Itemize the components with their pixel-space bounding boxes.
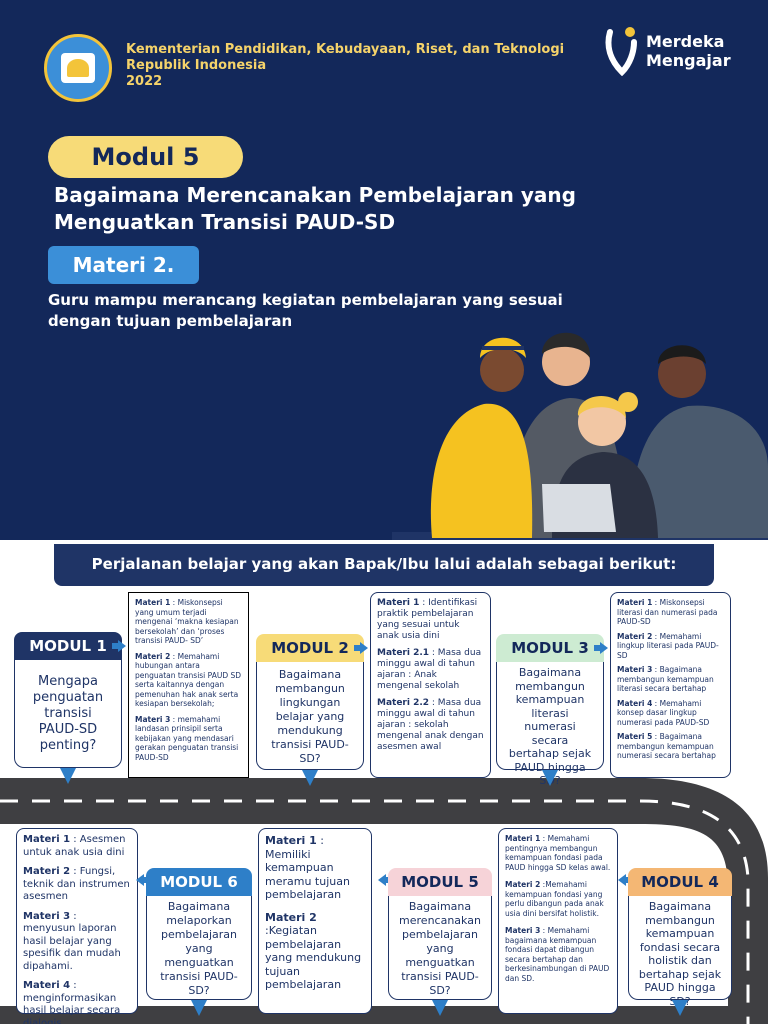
modul-6-materi-3: Materi 3 : menyusun laporan hasil belaja… — [23, 910, 121, 972]
modul-3-materi-3: Materi 3 : Bagaimana membangun kemampuan… — [617, 665, 714, 693]
modul-4-question: Bagaimana membangun kemampuan fondasi se… — [628, 896, 732, 1008]
modul-2-question: Bagaimana membangun lingkungan belajar y… — [256, 662, 364, 770]
modul-3-materi-2: Materi 2 : Memahami lingkup literasi pad… — [617, 631, 719, 660]
modul-6-materi-2: Materi 2 : Fungsi, teknik dan instrumen … — [23, 866, 130, 902]
modul-6-details: Materi 1 : Asesmen untuk anak usia dini … — [16, 828, 138, 1024]
modul-3-materi-4: Materi 4 : Memahami konsep dasar lingkup… — [617, 698, 710, 727]
materi-label: Materi 2. — [48, 246, 199, 284]
modul-1-question: Mengapa penguatan transisi PAUD-SD penti… — [14, 660, 122, 768]
modul-3-materi-5: Materi 5 : Bagaimana membangun kemampuan… — [617, 732, 716, 760]
modul-3-pin-icon — [542, 770, 558, 786]
modul-1-arrow-icon — [112, 640, 126, 652]
modul-1-materi-1: Materi 1 : Miskonsepsi yang umum terjadi… — [135, 598, 239, 645]
modul-2-materi-2-2: Materi 2.2 : Masa dua minggu awal di tah… — [377, 698, 484, 752]
merdeka-mengajar-mark-icon — [605, 27, 637, 76]
modul-2-details: Materi 1 : Identifikasi praktik pembelaj… — [370, 592, 491, 778]
hero-header: Kementerian Pendidikan, Kebudayaan, Rise… — [0, 0, 768, 540]
modul-2-header[interactable]: MODUL 2 — [256, 634, 364, 662]
modul-2-arrow-icon — [354, 642, 368, 654]
modul-3-details: Materi 1 : Miskonsepsi literasi dan nume… — [610, 592, 731, 778]
modul-4-materi-2: Materi 2 :Memahami kemampuan fondasi yan… — [505, 880, 604, 918]
modul-4-materi-1: Materi 1 : Memahami pentingnya membangun… — [505, 834, 611, 872]
ministry-text: Kementerian Pendidikan, Kebudayaan, Rise… — [126, 42, 564, 90]
modul-5-materi-2: Materi 2 :Kegiatan pembelajaran yang men… — [265, 910, 362, 992]
modul-label: Modul 5 — [48, 136, 243, 178]
ministry-line2: Republik Indonesia — [126, 58, 267, 73]
modul-4-pin-icon — [672, 1000, 688, 1016]
ministry-year: 2022 — [126, 74, 163, 89]
modul-5-materi-1: Materi 1 : Memiliki kemampuan meramu tuj… — [265, 834, 350, 901]
merdeka-mengajar-logo: Merdeka Mengajar — [604, 26, 734, 78]
modul-5-pin-icon — [432, 1000, 448, 1016]
kemdikbud-logo-icon — [44, 34, 112, 102]
modul-5-question: Bagaimana merencanakan pembelajaran yang… — [388, 896, 492, 1000]
modul-2-materi-2-1: Materi 2.1 : Masa dua minggu awal di tah… — [377, 648, 482, 691]
ministry-line1: Kementerian Pendidikan, Kebudayaan, Rise… — [126, 42, 565, 57]
modul-3-arrow-icon — [594, 642, 608, 654]
modul-4-header[interactable]: MODUL 4 — [628, 868, 732, 896]
modul-1-materi-2: Materi 2 : Memahami hubungan antara peng… — [135, 651, 242, 709]
journey-banner: Perjalanan belajar yang akan Bapak/Ibu l… — [54, 544, 714, 586]
modul-1-pin-icon — [60, 768, 76, 784]
page-title: Bagaimana Merencanakan Pembelajaran yang… — [54, 183, 576, 234]
modul-6-header[interactable]: MODUL 6 — [146, 868, 252, 896]
modul-3-question: Bagaimana membangun kemampuan literasi n… — [496, 662, 604, 787]
modul-2-pin-icon — [302, 770, 318, 786]
brand-line2: Mengajar — [646, 51, 731, 70]
modul-1-materi-3: Materi 3 : memahami landasan prinsipil s… — [135, 714, 239, 762]
modul-4-materi-3: Materi 3 : Memahami bagaimana kemampuan … — [505, 926, 610, 983]
modul-2-materi-1: Materi 1 : Identifikasi praktik pembelaj… — [377, 598, 478, 641]
modul-6-question: Bagaimana melaporkan pembelajaran yang m… — [146, 896, 252, 1000]
learning-objective: Guru mampu merancang kegiatan pembelajar… — [48, 291, 563, 330]
modul-5-header[interactable]: MODUL 5 — [388, 868, 492, 896]
modul-5-details: Materi 1 : Memiliki kemampuan meramu tuj… — [258, 828, 372, 1014]
modul-6-materi-4: Materi 4 : menginformasikan hasil belaja… — [23, 980, 121, 1024]
teachers-illustration — [392, 332, 768, 540]
modul-6-pin-icon — [191, 1000, 207, 1016]
modul-3-materi-1: Materi 1 : Miskonsepsi literasi dan nume… — [617, 598, 718, 626]
modul-1-header[interactable]: MODUL 1 — [14, 632, 122, 660]
modul-6-materi-1: Materi 1 : Asesmen untuk anak usia dini — [23, 834, 126, 858]
modul-1-details: Materi 1 : Miskonsepsi yang umum terjadi… — [128, 592, 249, 778]
brand-line1: Merdeka — [646, 32, 725, 51]
modul-4-details: Materi 1 : Memahami pentingnya membangun… — [498, 828, 618, 1014]
modul-3-header[interactable]: MODUL 3 — [496, 634, 604, 662]
